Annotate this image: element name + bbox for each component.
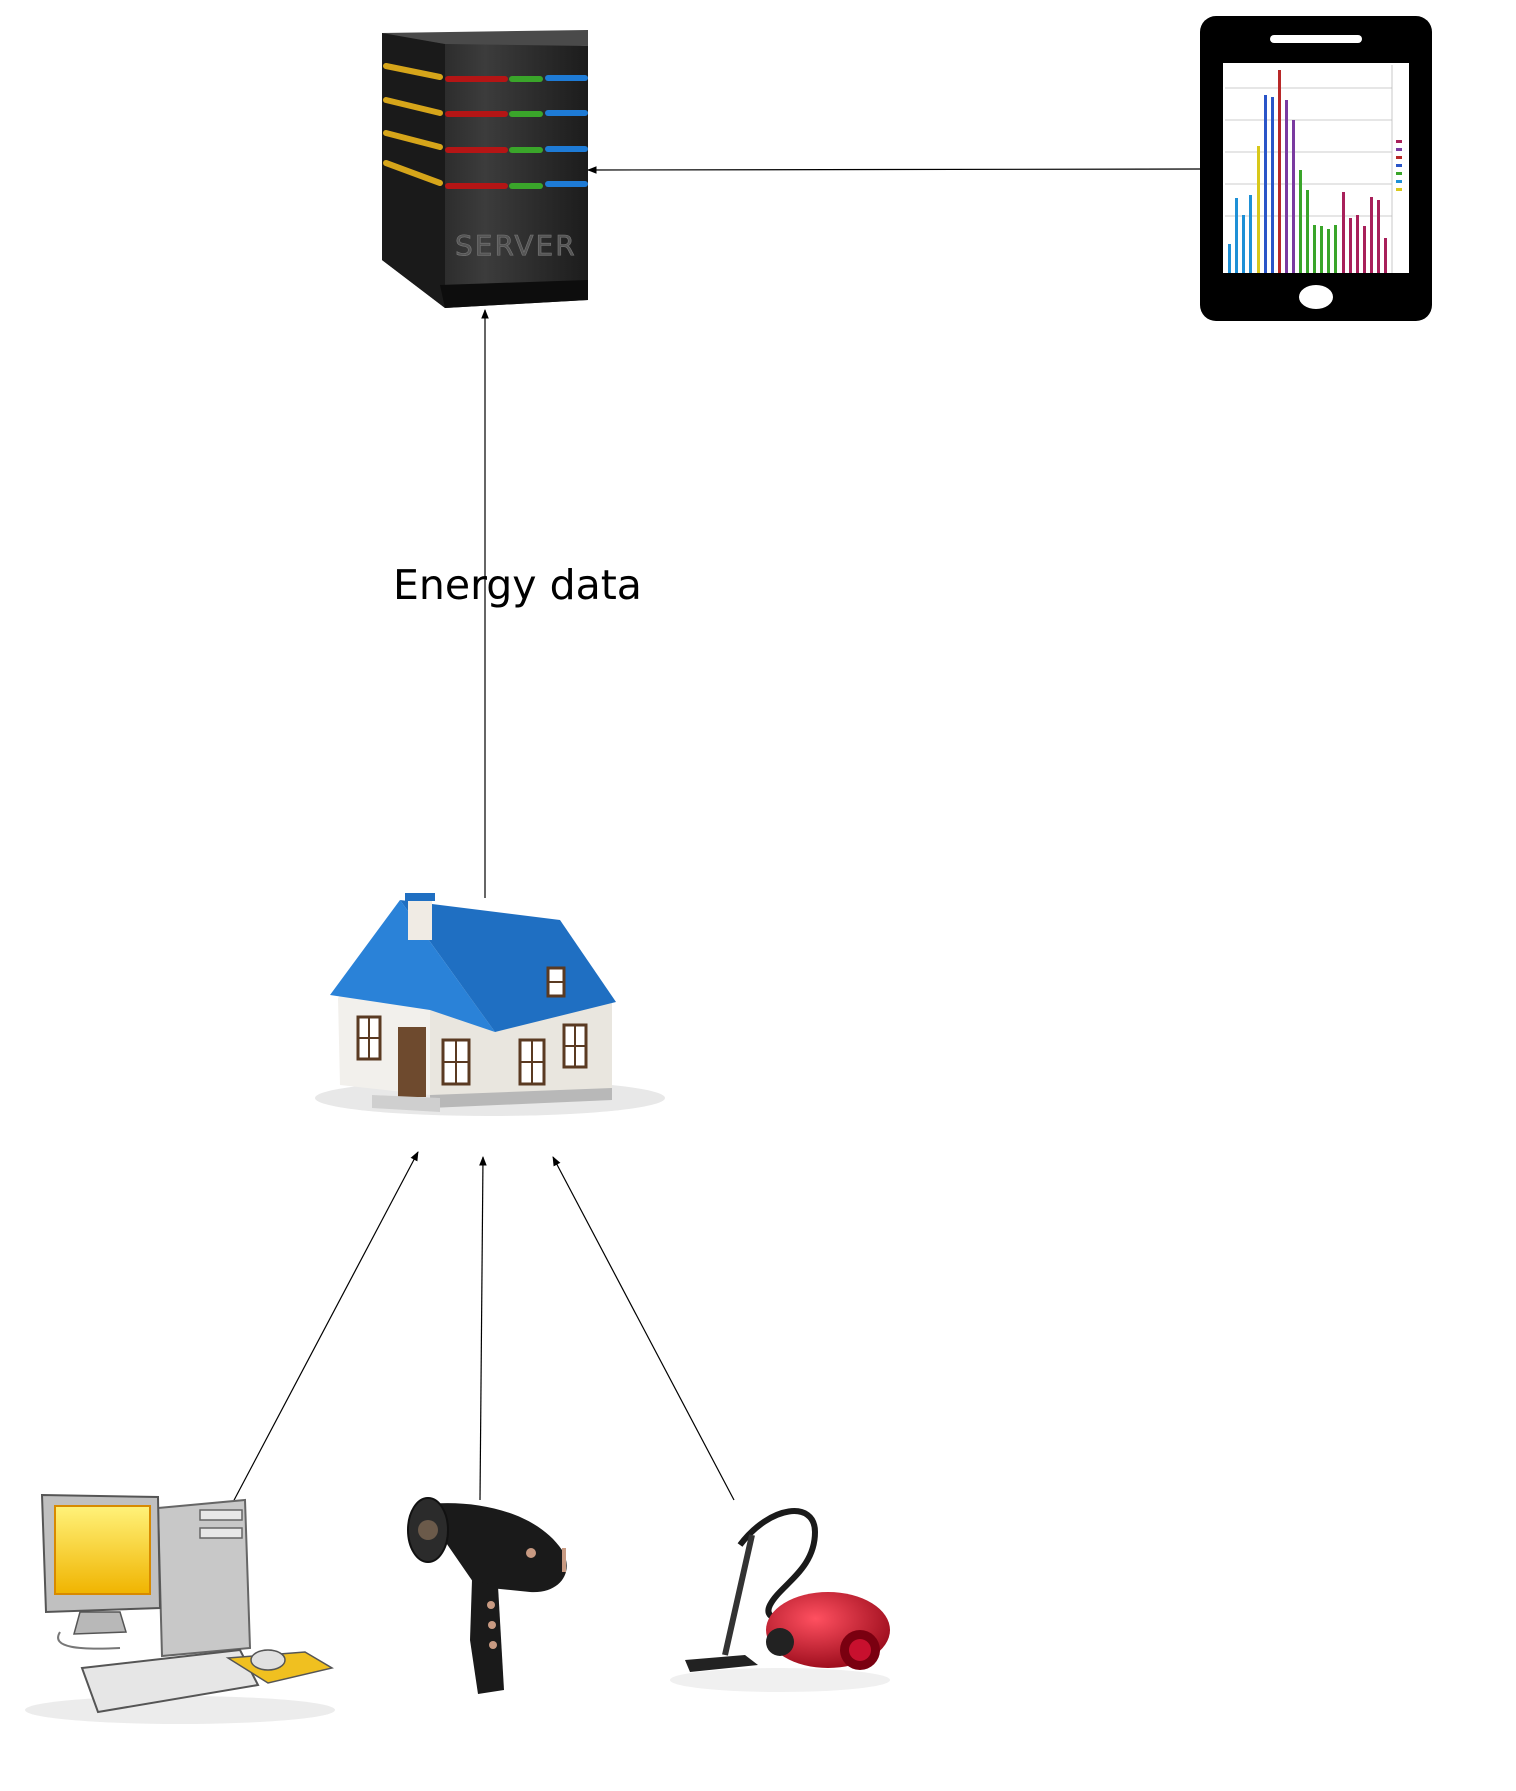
server-icon: SERVER [382,30,588,308]
edge-vacuum-to-house [552,1156,735,1501]
edge-hairdryer-to-house [479,1156,487,1501]
desktop-computer-icon [25,1493,335,1724]
edges [231,166,1201,1505]
smartphone-chart-icon [1200,16,1432,321]
vacuum-cleaner-icon [670,1508,890,1692]
edge-phone-to-server [587,166,1201,174]
edge-label-energy-data: Energy data [393,561,642,609]
house-icon [315,893,665,1116]
server-text: SERVER [455,229,577,262]
hair-dryer-icon [407,1497,567,1694]
edge-computer-to-house [231,1151,419,1505]
